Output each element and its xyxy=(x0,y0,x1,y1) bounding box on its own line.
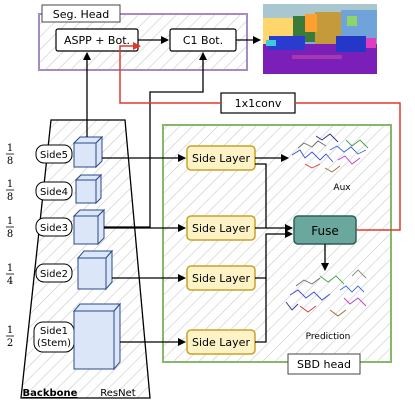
scale-fractions: 1 8 1 8 1 8 1 4 1 2 xyxy=(6,143,14,349)
side5-label-box xyxy=(35,144,73,164)
side3-label: Side3 xyxy=(40,223,68,234)
backbone-title: Backbone xyxy=(23,388,78,399)
svg-text:1: 1 xyxy=(7,216,13,227)
side1-scale: 1 2 xyxy=(6,325,14,349)
svg-text:Side Layer: Side Layer xyxy=(192,152,250,165)
side1-label-line2: (Stem) xyxy=(37,338,71,349)
sbd-head-title-box xyxy=(287,353,361,375)
svg-text:Side Layer: Side Layer xyxy=(192,272,250,285)
side4-scale: 1 8 xyxy=(6,179,14,203)
svg-text:2: 2 xyxy=(7,338,13,349)
svg-text:8: 8 xyxy=(7,156,13,167)
side3-scale: 1 8 xyxy=(6,216,14,240)
side5-scale: 1 8 xyxy=(6,143,14,167)
connections xyxy=(83,36,329,346)
fuse-label: Fuse xyxy=(311,224,339,238)
prediction-label: Prediction xyxy=(306,332,351,342)
side4-label: Side4 xyxy=(40,187,68,198)
backbone-subtitle: ResNet xyxy=(100,388,135,399)
svg-text:1: 1 xyxy=(7,325,13,336)
aux-label: Aux xyxy=(333,183,351,193)
prediction-edge-map xyxy=(285,269,367,317)
side1-label-line1: Side1 xyxy=(40,326,68,337)
side1-cube xyxy=(72,302,122,371)
feature-cubes xyxy=(72,135,122,371)
red-feedback-connection xyxy=(119,42,401,231)
conv-1x1-label: 1x1conv xyxy=(235,97,282,110)
side5-label: Side5 xyxy=(40,150,68,161)
svg-text:Side Layer: Side Layer xyxy=(192,222,250,235)
side3-label-box xyxy=(35,217,73,237)
aspp-bottleneck-label: ASPP + Bot. xyxy=(64,34,130,47)
side5-cube xyxy=(72,135,104,169)
side2-scale: 1 4 xyxy=(6,263,14,287)
seg-head-title-box xyxy=(41,4,121,23)
side4-cube xyxy=(74,173,103,205)
side3-cube xyxy=(72,208,106,246)
svg-text:8: 8 xyxy=(7,229,13,240)
svg-text:1: 1 xyxy=(7,143,13,154)
svg-text:8: 8 xyxy=(7,192,13,203)
c1-bottleneck-label: C1 Bot. xyxy=(183,34,223,47)
svg-text:4: 4 xyxy=(7,276,13,287)
svg-text:Side Layer: Side Layer xyxy=(192,336,250,349)
svg-text:1: 1 xyxy=(7,263,13,274)
segmentation-output-image xyxy=(263,4,377,74)
seg-head-title: Seg. Head xyxy=(53,8,110,21)
aux-edge-map xyxy=(291,133,369,173)
side2-cube xyxy=(76,249,114,291)
side-label-boxes: Side5 Side4 Side3 Side2 Side1 (Stem) xyxy=(33,144,75,353)
svg-text:1: 1 xyxy=(7,179,13,190)
side2-label-box xyxy=(35,263,73,283)
sbd-head-title: SBD head xyxy=(297,358,351,371)
side2-label: Side2 xyxy=(40,269,68,280)
side4-label-box xyxy=(35,181,73,201)
seg-head-panel: Seg. Head ASPP + Bot. C1 Bot. xyxy=(38,4,248,71)
